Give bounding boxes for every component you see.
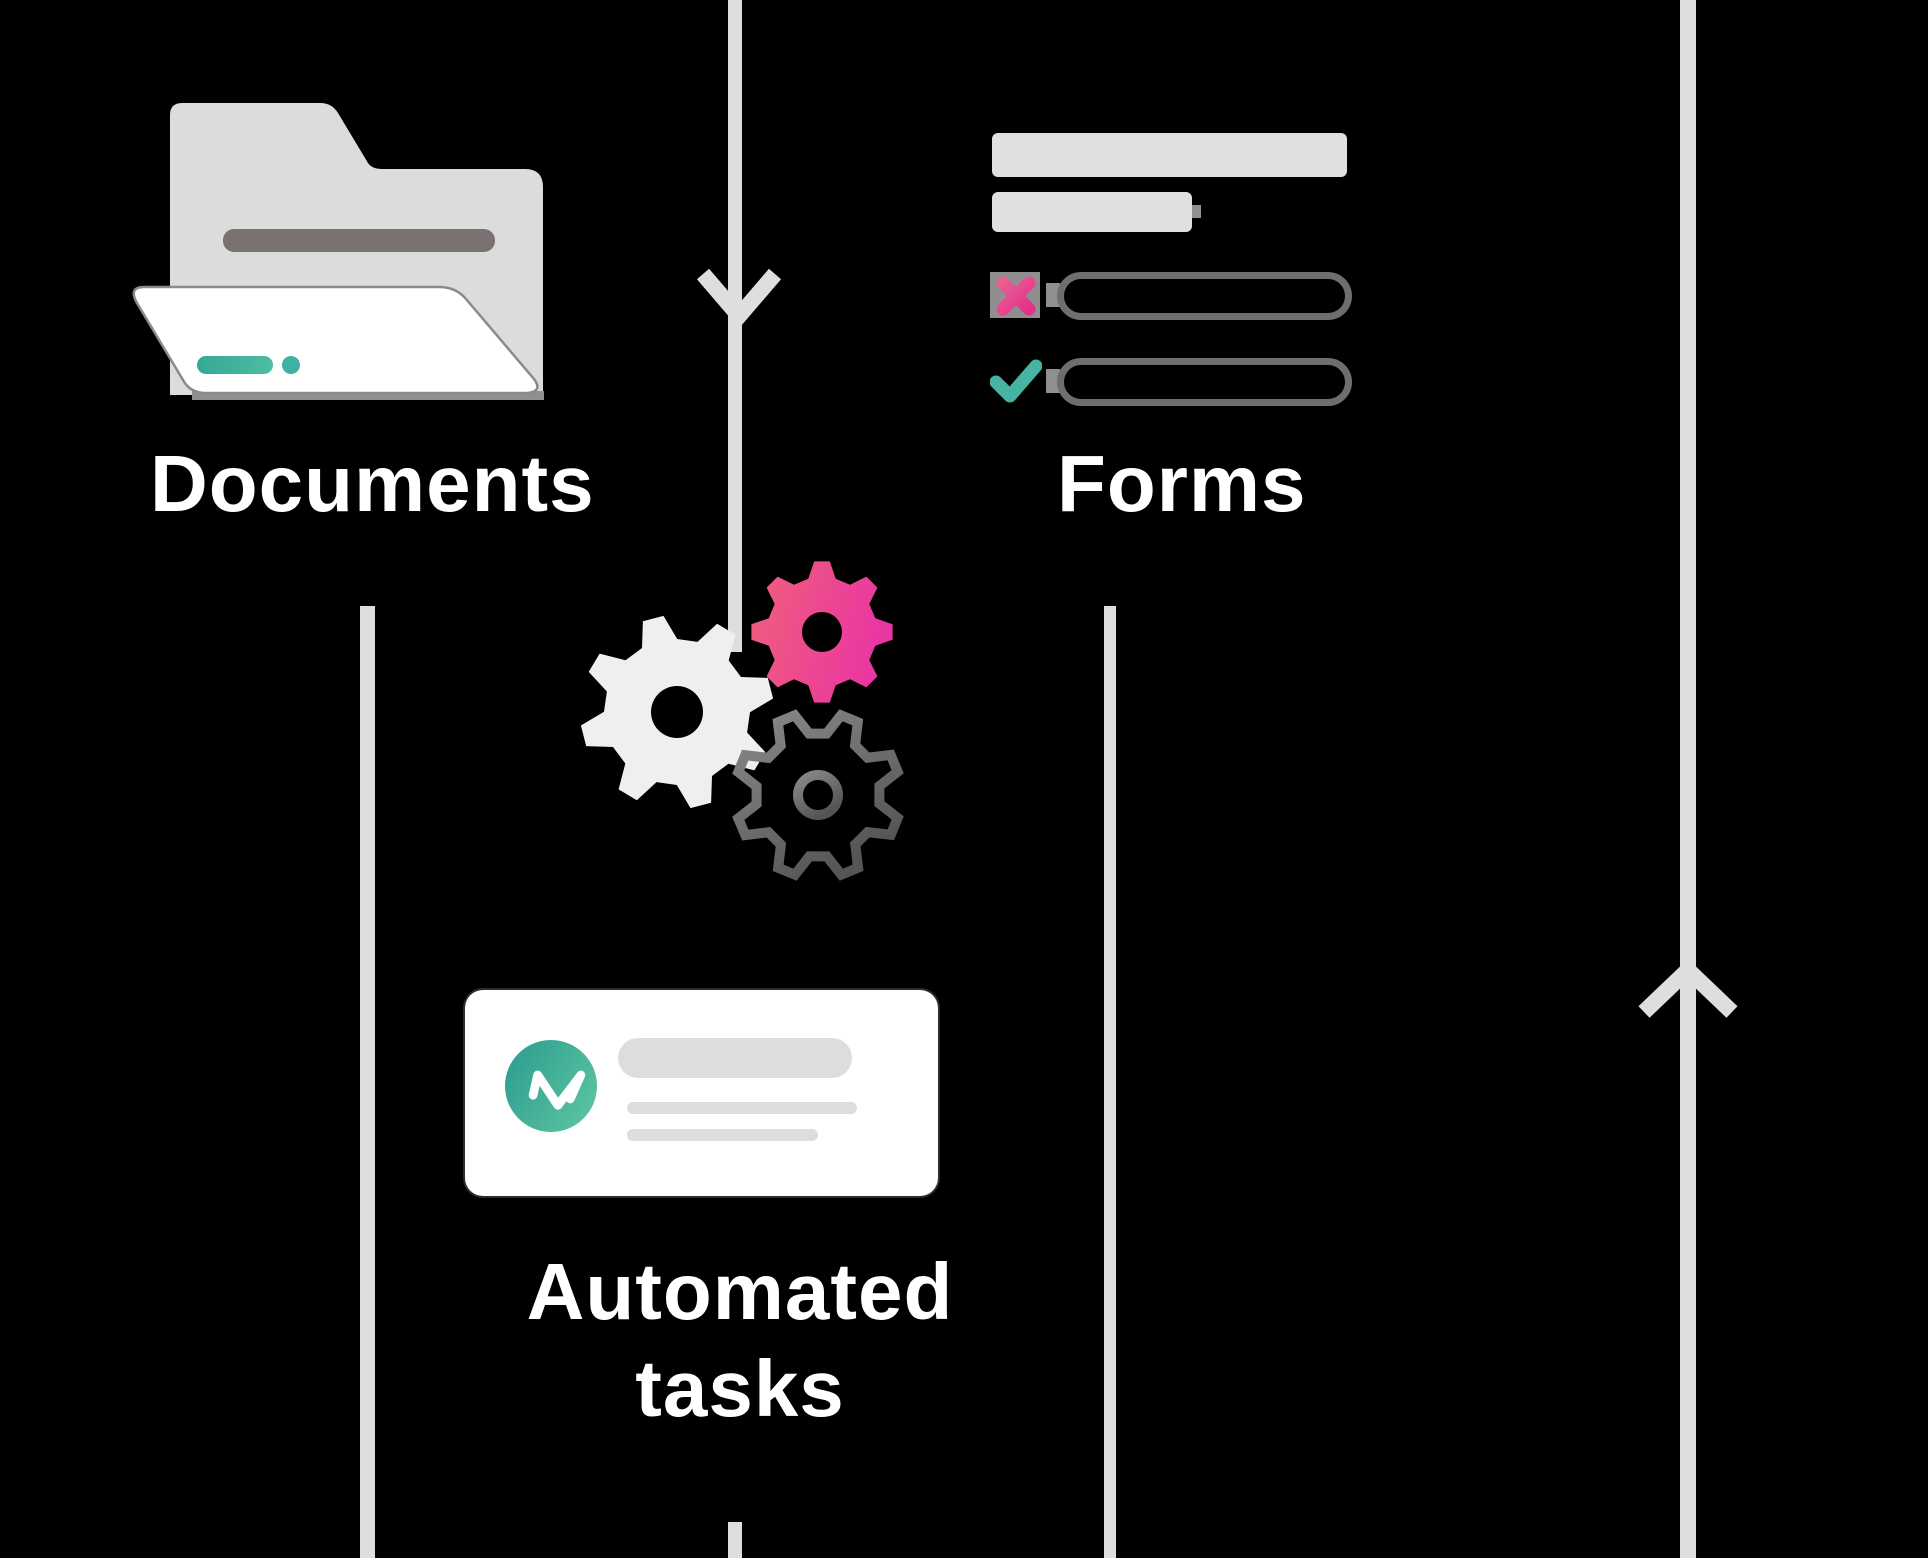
x-mark-strokes xyxy=(996,276,1036,316)
documents-label: Documents xyxy=(150,439,595,528)
arrow-up-chevron xyxy=(1638,962,1738,1018)
form-title-bar xyxy=(992,133,1347,177)
workflow-logo-icon xyxy=(505,1040,597,1132)
folder-teal-dot xyxy=(282,356,300,374)
automated-tasks-line2: tasks xyxy=(635,1344,845,1433)
form-field-1-nub xyxy=(1046,283,1060,307)
logo-circle xyxy=(505,1040,597,1132)
flow-line-bottom-center-stub xyxy=(728,1522,742,1558)
x-mark-icon xyxy=(996,276,1036,316)
gear-white-hole xyxy=(651,686,703,738)
automated-tasks-line1: Automated xyxy=(526,1247,954,1336)
form-field-2 xyxy=(1057,358,1352,406)
card-text-bar-2 xyxy=(627,1129,818,1141)
flow-line-middle xyxy=(1104,606,1116,1558)
folder-shadow xyxy=(192,391,544,400)
gears-icon xyxy=(580,561,904,881)
task-card xyxy=(465,990,938,1196)
form-field-1 xyxy=(1057,272,1352,320)
form-subtitle-bar xyxy=(992,192,1192,232)
arrow-down-chevron xyxy=(696,268,782,326)
form-field-2-nub xyxy=(1046,369,1060,393)
folder-icon xyxy=(132,103,544,400)
card-title-bar xyxy=(618,1038,852,1078)
flow-line-right xyxy=(1680,0,1696,1558)
check-mark-icon xyxy=(990,359,1042,403)
form-text-cursor xyxy=(1192,205,1201,218)
card-text-bar-1 xyxy=(627,1102,857,1114)
arrow-up-icon xyxy=(1638,962,1738,1018)
gear-outline-hole xyxy=(793,770,843,820)
flow-line-top-center xyxy=(728,0,742,652)
gear-pink-hole xyxy=(802,612,842,652)
arrow-down-icon xyxy=(696,268,782,326)
automated-tasks-label: Automated tasks xyxy=(440,1243,1040,1437)
gear-outline xyxy=(732,709,904,881)
folder-teal-bar xyxy=(197,356,273,374)
check-mark-stroke xyxy=(990,359,1042,403)
logo-glyph xyxy=(528,1070,586,1110)
folder-title-bar xyxy=(223,229,495,252)
flow-line-left xyxy=(360,606,375,1558)
forms-label: Forms xyxy=(1057,439,1307,528)
